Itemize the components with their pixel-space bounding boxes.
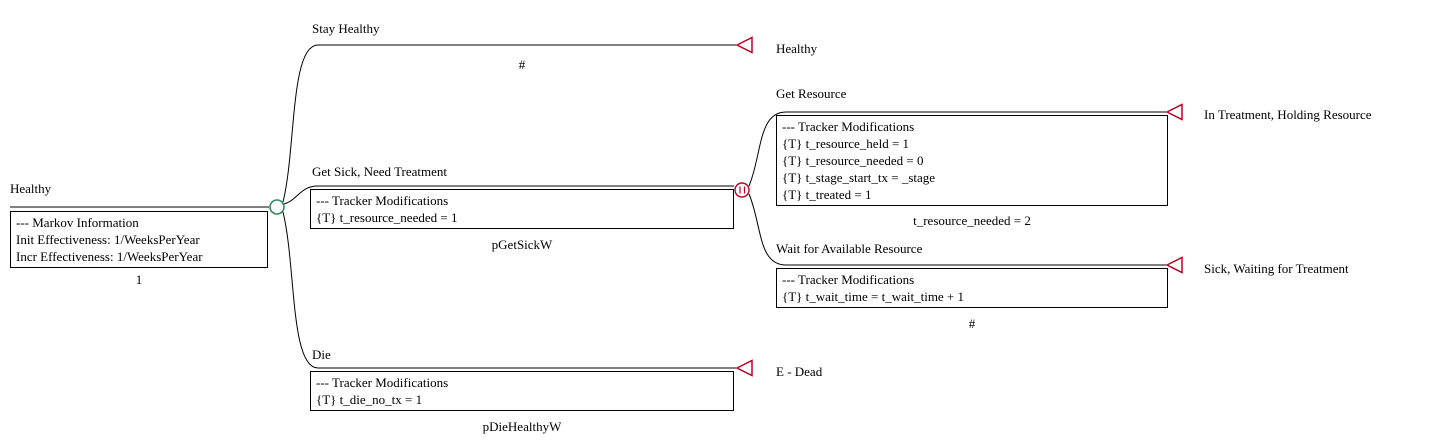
tracker-line: {T} t_stage_start_tx = _stage [782, 170, 936, 185]
branch-label-wait-resource[interactable]: Wait for Available Resource [776, 241, 923, 256]
terminal-state-label-dead: E - Dead [776, 364, 823, 379]
probability-label-stay-healthy[interactable]: # [518, 57, 526, 72]
chance-node-icon[interactable] [734, 182, 750, 198]
terminal-node-icon-dead[interactable] [735, 359, 753, 377]
tracker-box-wait-resource[interactable]: --- Tracker Modifications {T} t_wait_tim… [776, 268, 1168, 308]
tracker-line: --- Tracker Modifications [316, 193, 449, 208]
branch-label-get-sick[interactable]: Get Sick, Need Treatment [312, 164, 448, 179]
tracker-box-die[interactable]: --- Tracker Modifications {T} t_die_no_t… [310, 371, 734, 411]
terminal-node-icon-healthy[interactable] [735, 36, 753, 54]
markov-node-icon[interactable] [269, 199, 285, 215]
branch-path-stay-healthy [282, 44, 736, 203]
tracker-box-get-sick[interactable]: --- Tracker Modifications {T} t_resource… [310, 189, 734, 229]
markov-info-line: Incr Effectiveness: 1/WeeksPerYear [16, 249, 203, 264]
tracker-line: {T} t_die_no_tx = 1 [316, 392, 423, 407]
branch-path-get-resource [748, 111, 1166, 187]
branch-path-die [282, 211, 736, 369]
branch-path-wait-resource [748, 193, 1166, 266]
branch-label-get-resource[interactable]: Get Resource [776, 86, 847, 101]
branch-label-stay-healthy[interactable]: Stay Healthy [312, 21, 380, 36]
terminal-node-icon-in-treatment[interactable] [1165, 103, 1183, 121]
tracker-line: {T} t_resource_needed = 0 [782, 153, 924, 168]
branch-path-get-sick [283, 185, 734, 205]
tracker-line: --- Tracker Modifications [316, 375, 449, 390]
tracker-line: --- Tracker Modifications [782, 272, 915, 287]
markov-info-line: Init Effectiveness: 1/WeeksPerYear [16, 232, 200, 247]
terminal-state-label-in-treatment: In Treatment, Holding Resource [1204, 107, 1372, 122]
tracker-line: --- Tracker Modifications [782, 119, 915, 134]
root-state-label: Healthy [10, 181, 52, 196]
tracker-line: {T} t_treated = 1 [782, 187, 872, 202]
terminal-state-label-sick-waiting: Sick, Waiting for Treatment [1204, 261, 1349, 276]
root-probability-label: 1 [135, 272, 143, 287]
markov-info-box[interactable]: --- Markov Information Init Effectivenes… [10, 211, 268, 268]
probability-label-wait-resource[interactable]: # [968, 316, 976, 331]
terminal-node-icon-sick-waiting[interactable] [1165, 256, 1183, 274]
branch-label-die[interactable]: Die [312, 347, 331, 362]
probability-label-die[interactable]: pDieHealthyW [482, 419, 562, 434]
tracker-box-get-resource[interactable]: --- Tracker Modifications {T} t_resource… [776, 115, 1168, 206]
terminal-state-label-healthy: Healthy [776, 41, 818, 56]
probability-label-get-resource[interactable]: t_resource_needed = 2 [913, 213, 1031, 228]
probability-label-get-sick[interactable]: pGetSickW [491, 237, 553, 252]
markov-info-line: --- Markov Information [16, 215, 139, 230]
tracker-line: {T} t_resource_held = 1 [782, 136, 910, 151]
tracker-line: {T} t_resource_needed = 1 [316, 210, 458, 225]
tracker-line: {T} t_wait_time = t_wait_time + 1 [782, 289, 965, 304]
